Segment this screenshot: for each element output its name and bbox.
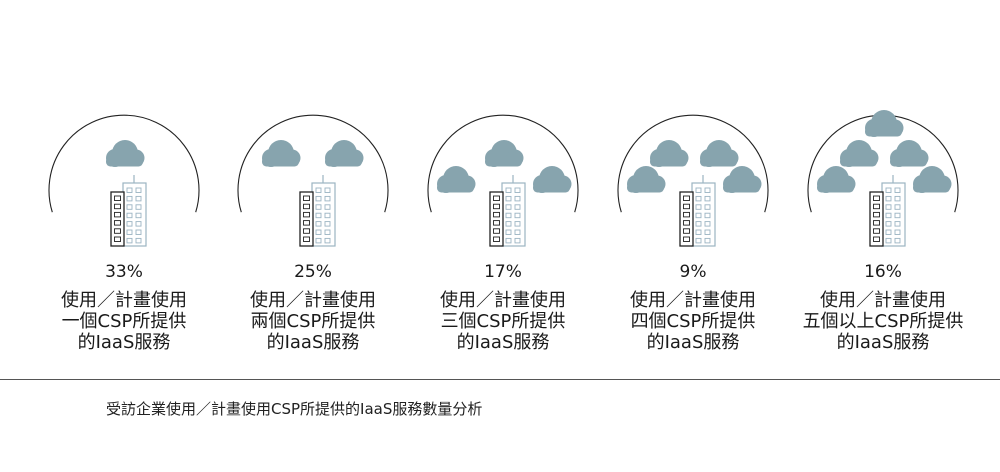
category-label: 使用／計畫使用五個以上CSP所提供的IaaS服務 [788, 290, 978, 353]
value-label: 33% [105, 262, 143, 282]
cloud-icon [723, 166, 762, 193]
category-label-line: 的IaaS服務 [836, 332, 930, 353]
pictogram-item [427, 114, 579, 247]
category-label-line: 使用／計畫使用 [630, 290, 756, 311]
cloud-icon [700, 140, 739, 167]
cloud-icon [890, 140, 929, 167]
cloud-icon [485, 140, 524, 167]
value-label: 25% [294, 262, 332, 282]
category-label-line: 使用／計畫使用 [250, 290, 376, 311]
category-label: 使用／計畫使用兩個CSP所提供的IaaS服務 [218, 290, 408, 353]
pictogram-item [807, 110, 959, 247]
category-label-line: 三個CSP所提供 [440, 311, 566, 332]
cloud-icon [817, 166, 856, 193]
category-label-line: 使用／計畫使用 [440, 290, 566, 311]
category-label-line: 使用／計畫使用 [61, 290, 187, 311]
value-label: 9% [679, 262, 707, 282]
circle-arc [427, 114, 579, 213]
value-label: 16% [864, 262, 902, 282]
category-label: 使用／計畫使用一個CSP所提供的IaaS服務 [29, 290, 219, 353]
circle-arc [237, 114, 389, 213]
building-icon [489, 175, 526, 247]
cloud-icon [650, 140, 689, 167]
cloud-icon [106, 140, 145, 167]
category-label-line: 四個CSP所提供 [630, 311, 756, 332]
cloud-icon [840, 140, 879, 167]
pictogram-item [237, 114, 389, 247]
cloud-icon [533, 166, 572, 193]
category-label-line: 五個以上CSP所提供 [802, 311, 964, 332]
chart-caption: 受訪企業使用／計畫使用CSP所提供的IaaS服務數量分析 [106, 400, 483, 418]
category-label: 使用／計畫使用三個CSP所提供的IaaS服務 [408, 290, 598, 353]
building-icon [679, 175, 716, 247]
cloud-icon [627, 166, 666, 193]
category-label-line: 的IaaS服務 [646, 332, 740, 353]
cloud-icon [325, 140, 364, 167]
circle-arc [48, 114, 200, 213]
pictogram-item [617, 114, 769, 247]
category-label-line: 使用／計畫使用 [820, 290, 946, 311]
circle-arc [617, 114, 769, 213]
value-label: 17% [484, 262, 522, 282]
cloud-icon [865, 110, 904, 137]
cloud-icon [437, 166, 476, 193]
category-label-line: 兩個CSP所提供 [250, 311, 376, 332]
category-label-line: 的IaaS服務 [456, 332, 550, 353]
category-label-line: 的IaaS服務 [266, 332, 360, 353]
building-icon [299, 175, 336, 247]
category-label: 使用／計畫使用四個CSP所提供的IaaS服務 [598, 290, 788, 353]
divider-rule [0, 379, 1000, 380]
category-label-line: 一個CSP所提供 [61, 311, 187, 332]
pictogram-item [48, 114, 200, 247]
cloud-icon [913, 166, 952, 193]
cloud-icon [262, 140, 301, 167]
category-label-line: 的IaaS服務 [77, 332, 171, 353]
building-icon [110, 175, 147, 247]
pictogram-figure [48, 110, 959, 247]
building-icon [869, 175, 906, 247]
